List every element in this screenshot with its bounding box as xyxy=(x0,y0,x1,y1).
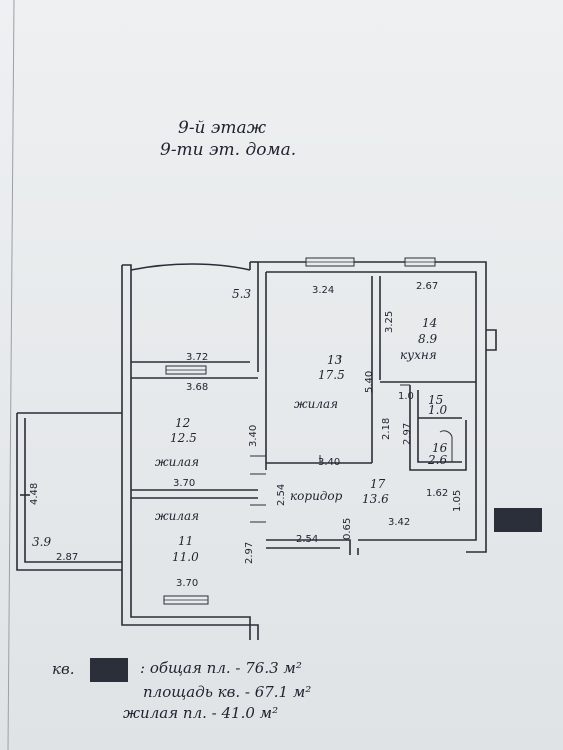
footer-apartment-prefix: кв. xyxy=(52,660,74,678)
room-14-number: 14 xyxy=(422,316,437,330)
dim-3-25: 3.25 xyxy=(384,311,395,333)
dim-2-18: 2.18 xyxy=(381,418,392,440)
room-13-number: 13 xyxy=(327,353,343,367)
dim-2-97: 2.97 xyxy=(244,542,255,564)
dim-3-42: 3.42 xyxy=(388,517,410,528)
dim-3-72: 3.72 xyxy=(186,352,208,363)
dim-2-54: 2.54 xyxy=(296,534,318,545)
room-14-area: 8.9 xyxy=(418,332,437,346)
room-17-number: 17 xyxy=(370,477,386,491)
redacted-apartment-number xyxy=(90,658,128,682)
door-marks xyxy=(250,355,453,523)
room-12-name: жилая xyxy=(155,455,199,469)
room-15-area: 1.0 xyxy=(428,403,447,417)
footer-apartment-area: площадь кв. - 67.1 м² xyxy=(143,683,311,701)
dim-1-0: 1.0 xyxy=(398,391,414,402)
room-16-number: 16 xyxy=(432,441,448,455)
room-11-name: жилая xyxy=(155,509,199,523)
windows xyxy=(163,257,436,605)
room-13-area: 17.5 xyxy=(318,368,345,382)
room-12-area: 12.5 xyxy=(170,431,197,445)
room-16-area: 2.6 xyxy=(427,453,447,467)
dim-3-24: 3.24 xyxy=(312,285,334,296)
dim-3-40-room-13: 3.40 xyxy=(318,457,340,468)
sheet-frame-line xyxy=(7,0,15,750)
room-17-area: 13.6 xyxy=(362,492,389,506)
room-14-name: кухня xyxy=(400,348,437,362)
balcony-3-9-area: 3.9 xyxy=(32,535,51,549)
room-13-name: жилая xyxy=(294,397,338,411)
room-17-name: коридор xyxy=(290,489,343,503)
dim-4-48: 4.48 xyxy=(29,483,40,505)
dim-3-70-bottom: 3.70 xyxy=(176,578,198,589)
title-line-1: 9-й этаж xyxy=(178,118,267,138)
title-line-2: 9-ти эт. дома. xyxy=(160,140,296,160)
dim-3-40-vertical: 3.40 xyxy=(248,425,259,447)
dim-1-62: 1.62 xyxy=(426,488,448,499)
room-11-area: 11.0 xyxy=(172,550,199,564)
dim-3-70: 3.70 xyxy=(173,478,195,489)
dim-0-65: 0.65 xyxy=(342,518,353,540)
room-5-3-area: 5.3 xyxy=(232,287,251,301)
dim-2-97-bath: 2.97 xyxy=(402,423,413,445)
footer-total-area: : общая пл. - 76.3 м² xyxy=(140,659,302,677)
walls xyxy=(16,261,497,640)
footer-living-area: жилая пл. - 41.0 м² xyxy=(123,704,278,722)
dim-3-68: 3.68 xyxy=(186,382,208,393)
room-15-number: 15 xyxy=(428,393,443,407)
redacted-block xyxy=(494,508,542,532)
dim-5-40: 5.40 xyxy=(364,371,375,393)
dim-2-87: 2.87 xyxy=(56,552,78,563)
dim-2-67: 2.67 xyxy=(416,281,438,292)
room-11-number: 11 xyxy=(178,534,193,548)
room-12-number: 12 xyxy=(175,416,190,430)
dimensions: 3.24 2.67 3.25 3.72 3.68 5.40 1.0 2.18 2… xyxy=(29,281,463,589)
dim-2-54-vertical: 2.54 xyxy=(276,484,287,506)
dim-1-05: 1.05 xyxy=(452,490,463,512)
